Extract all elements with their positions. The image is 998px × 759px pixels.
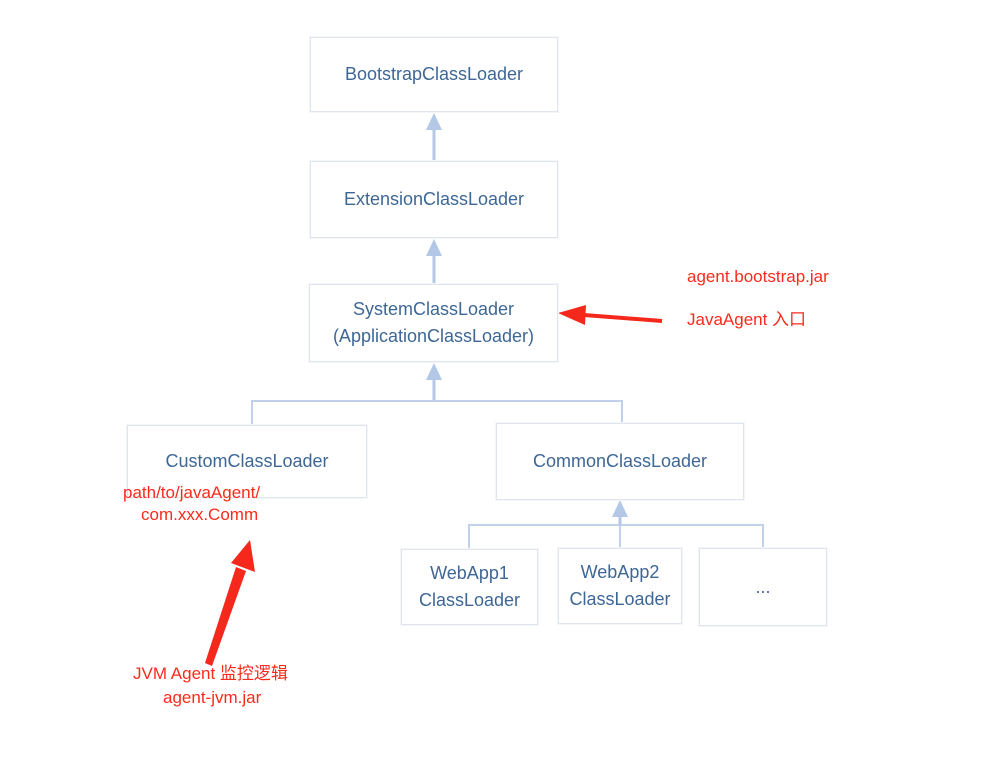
node-webapp1-label-line1: WebApp1 xyxy=(430,563,509,583)
node-more-label: ... xyxy=(755,576,771,597)
node-custom-classloader: CustomClassLoader xyxy=(127,425,367,498)
node-bootstrap-classloader: BootstrapClassLoader xyxy=(310,37,558,112)
node-extension-label: ExtensionClassLoader xyxy=(343,189,525,209)
branch-system-children xyxy=(251,363,623,425)
node-bootstrap-label: BootstrapClassLoader xyxy=(344,64,524,84)
node-custom-label: CustomClassLoader xyxy=(165,451,329,471)
red-arrow-to-custom xyxy=(205,540,255,666)
annotation-jvm-agent-line1: JVM Agent 监控逻辑 xyxy=(133,664,288,683)
node-system-label-line1: SystemClassLoader xyxy=(352,299,515,319)
node-webapp2-classloader: WebApp2 ClassLoader xyxy=(558,548,682,624)
node-common-label: CommonClassLoader xyxy=(532,451,708,471)
node-common-classloader: CommonClassLoader xyxy=(496,423,744,500)
node-webapp1-classloader: WebApp1 ClassLoader xyxy=(401,549,538,625)
red-arrow-to-system xyxy=(558,305,663,325)
annotation-javaagent-entry: JavaAgent 入口 xyxy=(687,310,807,329)
node-webapp2-label-line1: WebApp2 xyxy=(580,562,660,582)
annotation-jvm-agent-line2: agent-jvm.jar xyxy=(163,688,262,707)
annotation-custom-path-line2: com.xxx.Comm xyxy=(141,505,259,524)
node-webapp2-label-line2: ClassLoader xyxy=(569,589,671,609)
arrow-extension-to-bootstrap xyxy=(426,113,442,161)
annotation-agent-bootstrap-jar: agent.bootstrap.jar xyxy=(687,267,829,286)
node-extension-classloader: ExtensionClassLoader xyxy=(310,161,558,238)
node-system-label-line2: (ApplicationClassLoader) xyxy=(332,326,535,346)
branch-common-children xyxy=(468,500,764,549)
node-more-classloaders: ... xyxy=(699,548,827,626)
node-webapp1-label-line2: ClassLoader xyxy=(418,590,521,610)
annotation-custom-path-line1: path/to/javaAgent/ xyxy=(123,483,261,502)
arrow-system-to-extension xyxy=(426,239,442,284)
node-system-classloader: SystemClassLoader (ApplicationClassLoade… xyxy=(309,284,558,362)
